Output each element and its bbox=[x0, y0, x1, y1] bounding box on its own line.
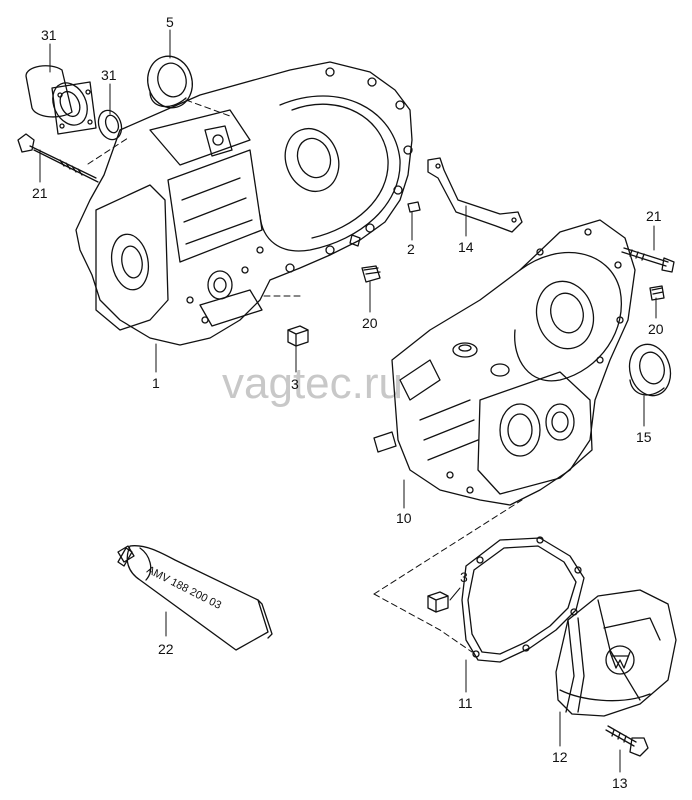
part-21-bolt-left bbox=[17, 133, 99, 183]
part-20-plug-left bbox=[361, 265, 381, 283]
leader-lines bbox=[39, 29, 657, 773]
callout-3-upper: 3 bbox=[291, 376, 299, 392]
callout-20-right: 20 bbox=[648, 321, 664, 337]
part-10-gearbox-housing bbox=[373, 219, 636, 506]
tube-label: AMV 188 200 03 bbox=[145, 564, 223, 612]
callout-14: 14 bbox=[458, 239, 474, 255]
part-31-guide-sleeve bbox=[25, 65, 97, 135]
part-1-clutch-housing bbox=[75, 61, 413, 346]
part-14-bracket bbox=[427, 157, 523, 233]
callout-5: 5 bbox=[166, 14, 174, 30]
part-31-seal-ring bbox=[97, 109, 123, 141]
callouts: 31 31 5 21 2 14 21 20 20 1 3 15 10 3 22 … bbox=[32, 14, 664, 791]
part-5-shaft-seal bbox=[147, 55, 193, 109]
part-13-bolt bbox=[605, 725, 649, 757]
part-2-stud bbox=[407, 201, 421, 213]
part-3-pad-lower bbox=[427, 591, 449, 613]
callout-10: 10 bbox=[396, 510, 412, 526]
callout-21-right: 21 bbox=[646, 208, 662, 224]
callout-11: 11 bbox=[458, 695, 473, 711]
callout-31-sleeve: 31 bbox=[41, 27, 57, 43]
part-22-sealant-tube: AMV 188 200 03 bbox=[117, 545, 273, 651]
callout-13: 13 bbox=[612, 775, 628, 791]
part-11-gasket bbox=[461, 536, 585, 663]
callout-22: 22 bbox=[158, 641, 174, 657]
callout-2: 2 bbox=[407, 241, 415, 257]
part-21-bolt-right bbox=[621, 247, 675, 273]
part-12-cover bbox=[555, 589, 677, 717]
part-15-seal bbox=[628, 343, 672, 397]
part-20-plug-right bbox=[649, 285, 665, 301]
callout-3-lower: 3 bbox=[460, 569, 468, 585]
callout-12: 12 bbox=[552, 749, 568, 765]
callout-21-left: 21 bbox=[32, 185, 48, 201]
callout-15: 15 bbox=[636, 429, 652, 445]
part-3-pad-upper bbox=[287, 325, 309, 347]
watermark: vagtec.ru bbox=[222, 359, 403, 408]
callout-20-left: 20 bbox=[362, 315, 378, 331]
callout-1: 1 bbox=[152, 375, 160, 391]
callout-31-seal: 31 bbox=[101, 67, 117, 83]
